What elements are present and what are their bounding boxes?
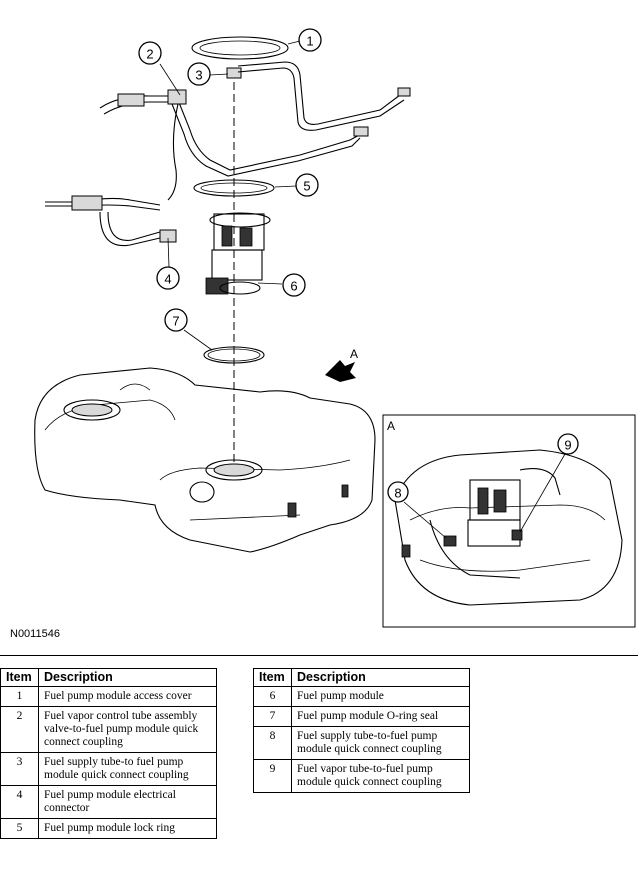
access-cover-part <box>191 36 289 60</box>
callout-2: 2 <box>138 41 162 65</box>
item-number: 3 <box>0 752 39 786</box>
table-row: 9 Fuel vapor tube-to-fuel pump module qu… <box>253 759 470 793</box>
item-number: 7 <box>253 706 292 727</box>
svg-text:2: 2 <box>146 47 153 62</box>
header-item: Item <box>253 668 292 687</box>
callout-6: 6 <box>282 273 306 297</box>
inset-label: A <box>387 419 395 433</box>
table-row: 1 Fuel pump module access cover <box>0 686 217 707</box>
table-row: 5 Fuel pump module lock ring <box>0 818 217 839</box>
table-row: 3 Fuel supply tube-to fuel pump module q… <box>0 752 217 786</box>
table-header-row: Item Description <box>0 668 217 687</box>
header-description: Description <box>291 668 470 687</box>
item-number: 4 <box>0 785 39 819</box>
svg-text:9: 9 <box>564 438 571 453</box>
exploded-view-diagram: A A 1 2 3 <box>34 28 636 628</box>
fuel-tank <box>34 367 376 553</box>
item-number: 6 <box>253 686 292 707</box>
callout-5: 5 <box>295 173 319 197</box>
item-description: Fuel pump module O-ring seal <box>291 706 470 727</box>
svg-text:6: 6 <box>290 279 297 294</box>
item-description: Fuel pump module access cover <box>38 686 217 707</box>
fuel-pump-module-part <box>205 212 271 295</box>
item-number: 8 <box>253 726 292 760</box>
view-arrow <box>325 360 356 382</box>
table-row: 8 Fuel supply tube-to-fuel pump module q… <box>253 726 470 760</box>
item-number: 2 <box>0 706 39 753</box>
svg-text:5: 5 <box>303 179 310 194</box>
o-ring-seal-part <box>203 346 265 364</box>
callout-8: 8 <box>387 481 409 503</box>
divider-rule <box>0 655 638 656</box>
svg-text:7: 7 <box>172 314 179 329</box>
item-number: 5 <box>0 818 39 839</box>
callout-3: 3 <box>187 62 211 86</box>
item-description: Fuel supply tube-to-fuel pump module qui… <box>291 726 470 760</box>
lock-ring-part <box>193 179 275 197</box>
fuel-tubes <box>171 61 411 177</box>
svg-text:4: 4 <box>164 272 171 287</box>
svg-text:8: 8 <box>394 486 401 501</box>
callout-4: 4 <box>156 266 180 290</box>
item-description: Fuel vapor tube-to-fuel pump module quic… <box>291 759 470 793</box>
electrical-harness <box>45 195 177 247</box>
item-description: Fuel pump module lock ring <box>38 818 217 839</box>
item-description: Fuel vapor control tube assembly valve-t… <box>38 706 217 753</box>
item-number: 9 <box>253 759 292 793</box>
table-row: 2 Fuel vapor control tube assembly valve… <box>0 706 217 753</box>
svg-text:1: 1 <box>306 34 313 49</box>
item-description: Fuel pump module electrical connector <box>38 785 217 819</box>
header-description: Description <box>38 668 217 687</box>
callout-7: 7 <box>164 308 188 332</box>
table-row: 6 Fuel pump module <box>253 686 470 707</box>
svg-text:3: 3 <box>195 68 202 83</box>
callout-9: 9 <box>557 433 579 455</box>
leader-lines <box>159 40 566 539</box>
item-number: 1 <box>0 686 39 707</box>
item-description: Fuel pump module <box>291 686 470 707</box>
parts-table-right: Item Description 6 Fuel pump module 7 Fu… <box>253 668 470 793</box>
vapor-valve-assembly <box>99 89 187 201</box>
view-arrow-label: A <box>350 347 358 361</box>
supply-coupling-part <box>226 67 242 79</box>
table-row: 7 Fuel pump module O-ring seal <box>253 706 470 727</box>
table-header-row: Item Description <box>253 668 470 687</box>
table-row: 4 Fuel pump module electrical connector <box>0 785 217 819</box>
detail-inset-a <box>382 414 636 628</box>
header-item: Item <box>0 668 39 687</box>
item-description: Fuel supply tube-to fuel pump module qui… <box>38 752 217 786</box>
parts-table-left: Item Description 1 Fuel pump module acce… <box>0 668 217 839</box>
callout-1: 1 <box>298 28 322 52</box>
figure-code: N0011546 <box>10 628 60 640</box>
